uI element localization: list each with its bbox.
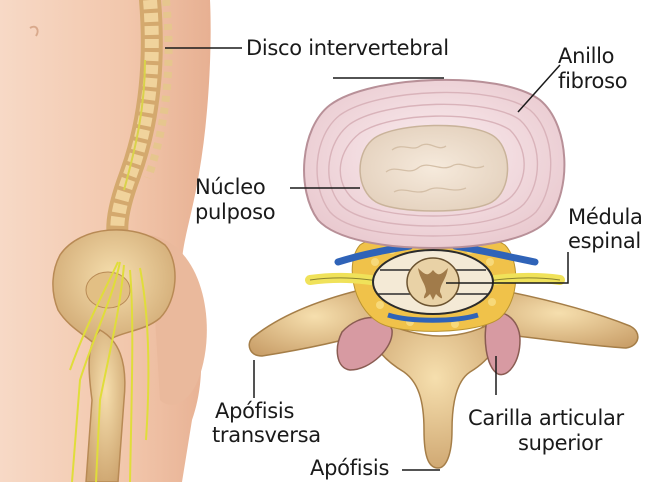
label-nucleo: Núcleo xyxy=(195,175,266,199)
nucleus-pulposus xyxy=(359,124,509,212)
spinous-process xyxy=(368,316,502,469)
label-disco-intervertebral: Disco intervertebral xyxy=(246,36,449,60)
annulus-rings xyxy=(316,91,552,237)
navel xyxy=(29,25,39,37)
transverse-process-left xyxy=(248,289,382,357)
facet-left xyxy=(336,316,393,371)
label-apofisis: Apófisis xyxy=(310,456,390,480)
label-fibroso: fibroso xyxy=(558,69,628,93)
label-anillo: Anillo xyxy=(558,44,615,68)
label-apofisis-transversa-1: Apófisis xyxy=(215,399,295,423)
label-carilla-articular: Carilla articular xyxy=(468,406,624,430)
label-superior: superior xyxy=(518,431,603,455)
label-pulposo: pulposo xyxy=(195,200,276,224)
leader-lines xyxy=(165,47,569,471)
facet-right xyxy=(484,311,521,376)
label-espinal: espinal xyxy=(568,229,641,253)
label-medula: Médula xyxy=(568,205,643,229)
cord-gray-matter xyxy=(418,268,448,300)
sciatic-nerves xyxy=(69,261,150,482)
femur xyxy=(85,329,126,482)
label-apofisis-transversa-2: transversa xyxy=(212,423,321,447)
body-side-view xyxy=(0,0,211,482)
axial-section xyxy=(248,78,639,469)
nucleus-texture xyxy=(385,143,485,193)
